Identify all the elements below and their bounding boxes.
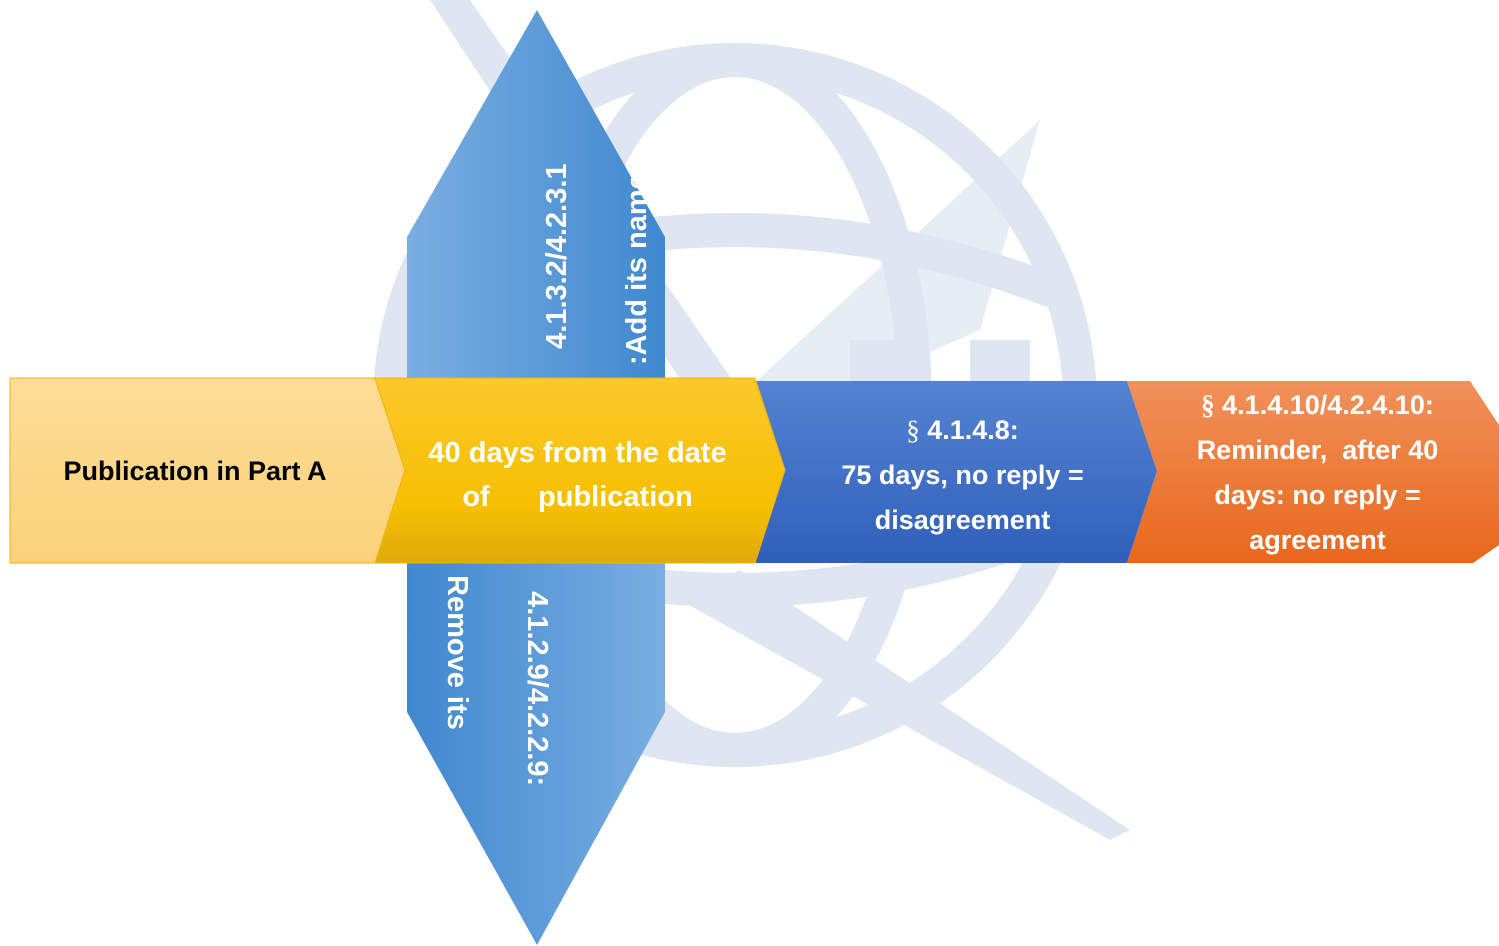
step-3-label: § 4.1.4.8: 75 days, no reply = disagreem… — [785, 400, 1140, 550]
branch-up-line-2: :Add its name — [621, 173, 653, 365]
branch-arrow-up — [407, 10, 665, 380]
step-3-line-3: disagreement — [874, 504, 1051, 535]
section-sign: § — [906, 414, 920, 445]
step-2-label: 40 days from the date of publication — [400, 400, 755, 550]
step-3-line-1: § 4.1.4.8: — [906, 408, 1019, 453]
branch-up-label: 4.1.3.2/4.2.3.1 :Add its name — [497, 163, 657, 365]
step-4-arrow — [1127, 381, 1499, 563]
branch-down-line-3: name — [361, 575, 393, 651]
step-3-section-number: 4.1.4.8: — [919, 414, 1019, 445]
step-4-line-4: agreement — [1249, 524, 1386, 555]
step-2-line-2: of publication — [462, 481, 693, 513]
branch-arrow-down — [407, 560, 665, 945]
step-1-line-1: Publication in Part A — [63, 456, 327, 486]
branch-down-label: 4.1.2.9/4.2.2.9: Remove its name — [357, 575, 597, 786]
step-2-arrow — [374, 377, 786, 564]
step-3-arrow — [755, 381, 1157, 563]
branch-up-line-1: 4.1.3.2/4.2.3.1 — [541, 163, 573, 349]
step-2-line-1: 40 days from the date — [428, 437, 727, 469]
step-4-line-1: § 4.1.4.10/4.2.4.10: — [1201, 383, 1434, 428]
branch-down-line-1: 4.1.2.9/4.2.2.9: — [521, 591, 553, 787]
step-4-line-2: Reminder, after 40 — [1196, 434, 1439, 465]
step-4-section-number: 4.1.4.10/4.2.4.10: — [1214, 389, 1434, 420]
step-3-line-2: 75 days, no reply = — [841, 459, 1084, 490]
branch-down-line-2: Remove its — [441, 575, 473, 730]
step-4-label: § 4.1.4.10/4.2.4.10: Reminder, after 40 … — [1150, 385, 1485, 560]
step-4-line-3: days: no reply = — [1214, 479, 1421, 510]
section-sign: § — [1201, 389, 1215, 420]
step-1-label: Publication in Part A — [10, 380, 380, 563]
